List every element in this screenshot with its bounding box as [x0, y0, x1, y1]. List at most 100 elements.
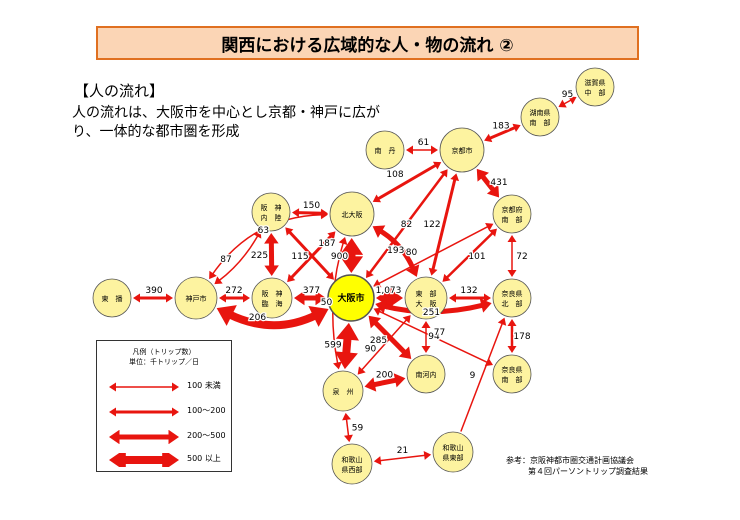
region-node-kobe: 神戸市: [174, 276, 218, 320]
flow-line: [345, 418, 350, 437]
arrow-head: [376, 286, 393, 310]
region-node-label: 京都府: [502, 205, 523, 214]
arrow-head: [512, 123, 521, 133]
flow-value-label: 95: [562, 90, 573, 100]
region-node-hanshin_n: 阪 神内 陸: [251, 192, 291, 232]
flow-line: [378, 310, 489, 364]
flow-value-label: 108: [386, 170, 403, 180]
flow-arrow: [342, 412, 353, 443]
arrow-head: [497, 317, 507, 326]
flow-line: [297, 211, 323, 215]
region-node-label: 神戸市: [186, 294, 207, 303]
flow-value-label: 94: [428, 332, 440, 342]
legend-label: 500 以上: [187, 454, 221, 463]
flow-line: [218, 234, 259, 282]
flow-arrow: [291, 208, 329, 218]
flow-arrow: [460, 317, 507, 432]
region-node-nantan: 南 丹: [365, 130, 405, 170]
flow-line: [376, 163, 438, 201]
arrow-head: [479, 298, 492, 313]
arrow-head: [476, 168, 489, 182]
flow-value-label: 59: [352, 424, 364, 434]
flow-arrow: [285, 227, 334, 280]
flow-arrow: [294, 290, 326, 306]
flow-value-label: 390: [145, 286, 162, 296]
arrow-head: [308, 305, 329, 327]
arrow-head: [568, 96, 577, 105]
arrow-head: [486, 184, 500, 198]
arrow-head: [428, 267, 438, 276]
arrow-head: [133, 293, 140, 303]
flow-arrow: [372, 225, 420, 277]
flow-arrow: [406, 145, 438, 155]
arrow-head: [372, 225, 386, 238]
arrow-head: [287, 273, 296, 283]
legend-arrow-icon: [109, 382, 179, 392]
legend-item: 500 以上: [107, 448, 227, 472]
arrow-head: [375, 299, 388, 314]
arrow-head: [484, 293, 491, 303]
flow-line: [226, 310, 319, 330]
flow-arrow: [376, 286, 403, 310]
section-heading: 【人の流れ】: [74, 82, 165, 100]
arrow-head: [485, 222, 494, 231]
flow-line: [288, 230, 332, 277]
flow-value-label: 101: [468, 252, 485, 262]
flow-arrow: [476, 168, 500, 198]
arrow-head: [364, 377, 377, 392]
arrow-head: [373, 279, 382, 288]
legend: 凡例（トリップ数） 単位：千トリップ／日 100 未満 100～200 200～…: [96, 340, 232, 472]
legend-item: 100 未満: [107, 379, 227, 393]
flow-value-label: 150: [303, 201, 320, 211]
flow-value-label: 90: [365, 345, 377, 355]
flow-line: [211, 213, 323, 275]
arrow-head: [405, 264, 420, 277]
flow-value-label: 82: [401, 220, 412, 230]
source-line: 第４回パーソントリップ調査結果: [528, 467, 648, 476]
flow-value-label: 115: [291, 252, 308, 262]
arrow-head: [253, 230, 262, 239]
arrow-head: [372, 194, 382, 203]
arrow-head: [291, 208, 300, 218]
flow-line: [360, 318, 408, 371]
flow-line: [377, 225, 489, 285]
legend-title: 凡例（トリップ数）: [132, 348, 196, 356]
region-node-label: 南 部: [502, 215, 523, 224]
region-node-label: 滋賀県: [585, 78, 606, 87]
flow-arrow: [368, 315, 412, 360]
flow-arrow: [507, 235, 517, 277]
flow-arrow: [372, 161, 442, 203]
flow-value-label: 72: [516, 252, 527, 262]
arrow-head: [449, 293, 456, 303]
arrow-head: [264, 265, 279, 277]
legend-arrow-icon: [109, 448, 179, 472]
arrow-head: [285, 227, 294, 236]
flow-line: [379, 454, 426, 462]
flow-arrow: [214, 230, 262, 285]
flow-arrow: [449, 293, 491, 303]
flow-value-label: 9: [470, 371, 476, 381]
region-node-label: 南 部: [502, 375, 523, 384]
flow-line: [562, 99, 573, 105]
flow-arrow: [334, 322, 359, 370]
arrow-head: [431, 145, 438, 155]
flow-value-label: 132: [460, 286, 477, 296]
arrow-head: [507, 270, 517, 277]
arrow-head: [315, 290, 326, 306]
arrow-head: [558, 99, 567, 108]
arrow-head: [339, 256, 364, 274]
region-node-label: 大阪市: [337, 292, 364, 304]
flow-arrow: [357, 315, 411, 375]
region-node-label: 和歌山: [443, 443, 464, 452]
region-node-label: 北 部: [502, 299, 523, 308]
region-node-label: 奈良県: [502, 365, 523, 374]
arrow-head: [432, 161, 442, 170]
region-nodes: 滋賀県中 部湖南県南 部南 丹京都市京都府南 部阪 神内 陸北大阪東 播神戸市阪…: [92, 67, 615, 485]
flow-value-label: 599: [324, 341, 341, 351]
region-node-label: 南 丹: [375, 146, 396, 155]
arrow-head: [393, 373, 406, 388]
arrow-head: [406, 145, 413, 155]
